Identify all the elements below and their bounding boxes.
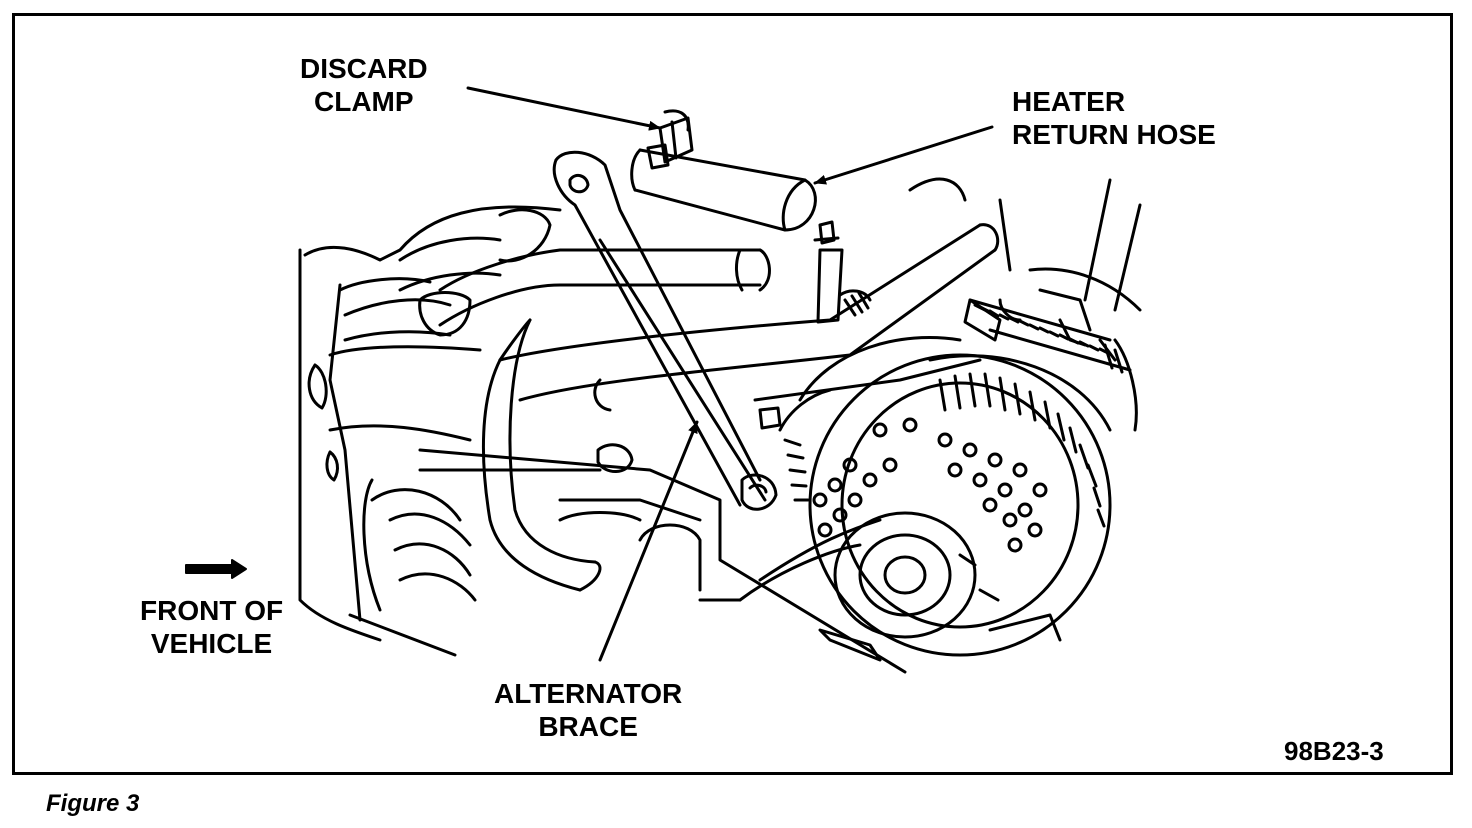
- heater-return-hose-label: HEATER RETURN HOSE: [1012, 85, 1216, 151]
- fan-assembly: [908, 177, 1142, 432]
- hose-fitting: [758, 220, 844, 430]
- heater-hose-line-2: RETURN HOSE: [1012, 119, 1216, 150]
- front-of-vehicle-line-1: FRONT OF: [140, 595, 284, 626]
- figure-code: 98B23-3: [1284, 736, 1384, 766]
- figure-frame: [12, 13, 1453, 775]
- front-of-vehicle-line-2: VEHICLE: [150, 628, 273, 659]
- alternator-brace-label: ALTERNATOR BRACE: [494, 677, 682, 743]
- alternator-brace: [552, 150, 778, 511]
- discard-clamp-line-1: DISCARD: [300, 53, 428, 84]
- leader-arrows: [466, 86, 994, 662]
- alternator-brace-arrow: [598, 420, 699, 662]
- alternator-brace-line-2: BRACE: [538, 711, 638, 742]
- discard-clamp-arrow: [466, 86, 662, 131]
- heater-hose-line-1: HEATER: [1012, 86, 1126, 117]
- discard-clamp-line-2: CLAMP: [314, 86, 414, 117]
- heater-hose-arrow: [813, 125, 994, 185]
- front-direction-arrow: [185, 559, 247, 579]
- alternator: [738, 336, 1112, 662]
- discard-clamp: [646, 109, 694, 170]
- heater-return-hose: [630, 148, 817, 232]
- curved-tube: [481, 318, 602, 592]
- hose-assembly: [343, 208, 1000, 412]
- engine-block: [298, 205, 982, 674]
- alternator-brace-line-1: ALTERNATOR: [494, 678, 683, 709]
- discard-clamp-label: DISCARD CLAMP: [300, 52, 428, 118]
- figure-caption: Figure 3: [46, 790, 140, 817]
- front-of-vehicle-label: FRONT OF VEHICLE: [140, 594, 283, 660]
